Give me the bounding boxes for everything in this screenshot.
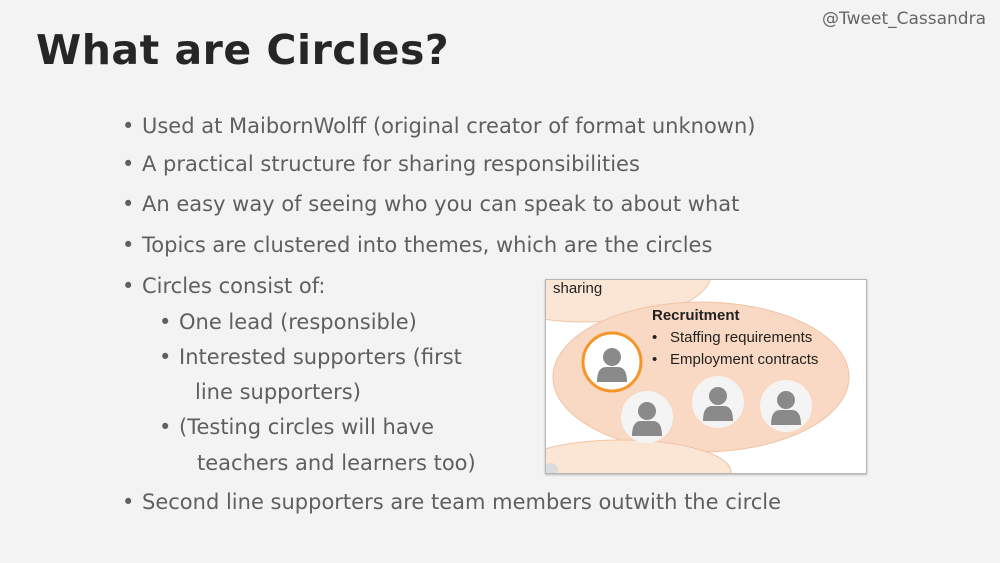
bullet-item: •Used at MaibornWolff (original creator … <box>122 114 756 138</box>
sub-bullet-item: •(Testing circles will have <box>159 415 435 439</box>
sharing-label: sharing <box>553 280 603 297</box>
bullet-item: •A practical structure for sharing respo… <box>122 152 640 176</box>
sub-bullet-continuation: line supporters) <box>195 380 361 404</box>
sub-bullet-item: •Interested supporters (first <box>159 345 462 369</box>
bullet-item: •Topics are clustered into themes, which… <box>122 233 713 257</box>
bottom-circle <box>546 439 732 473</box>
sharing-circle <box>546 280 711 323</box>
circle-title: Recruitment <box>652 307 740 324</box>
circle-item: •Employment contracts <box>652 351 819 368</box>
circle-item: •Staffing requirements <box>652 329 813 346</box>
bullet-item: •Circles consist of: <box>122 274 326 298</box>
sub-bullet-item: •One lead (responsible) <box>159 310 417 334</box>
sub-bullet-continuation: teachers and learners too) <box>197 451 476 475</box>
twitter-handle: @Tweet_Cassandra <box>822 9 986 29</box>
slide-title: What are Circles? <box>36 26 450 74</box>
circles-diagram-art <box>546 280 850 473</box>
bullet-item: •An easy way of seeing who you can speak… <box>122 192 740 216</box>
circles-diagram: sharing Recruitment •Staffing requiremen… <box>545 279 867 474</box>
bullet-item: •Second line supporters are team members… <box>122 490 782 514</box>
